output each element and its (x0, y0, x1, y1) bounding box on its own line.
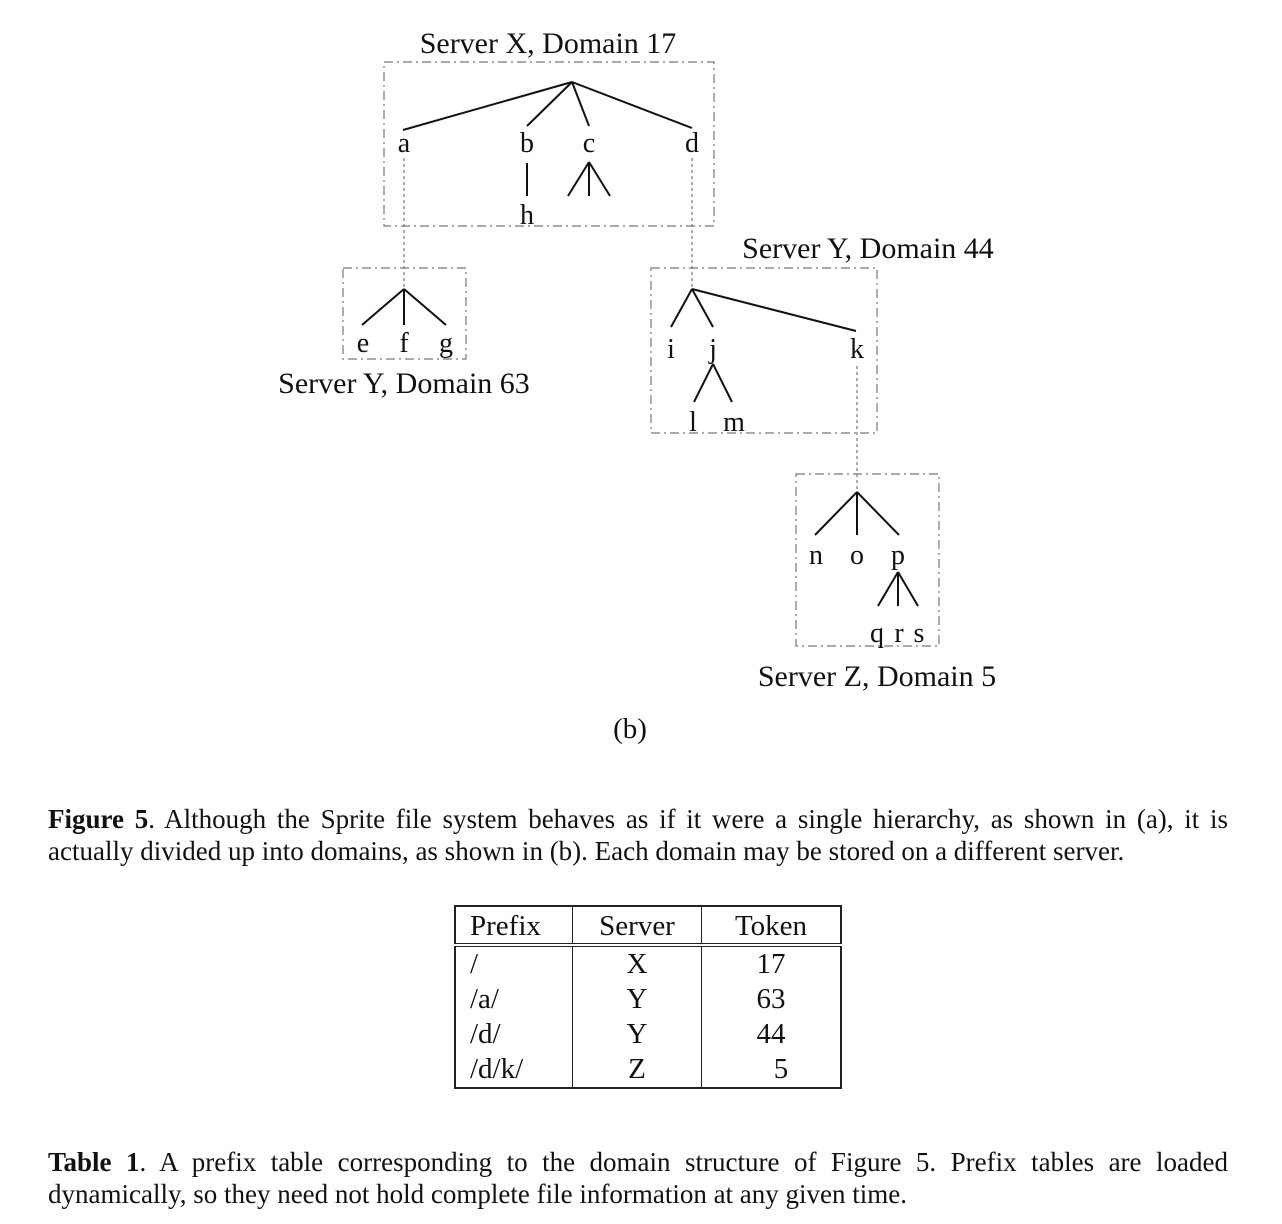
header-prefix: Prefix (455, 906, 573, 947)
node-p: p (891, 540, 905, 571)
header-server: Server (572, 906, 702, 947)
cell-token: 44 (701, 1017, 841, 1052)
domain-box-x17 (383, 61, 715, 227)
domain-label-x17: Server X, Domain 17 (420, 27, 677, 60)
domain-label-z5: Server Z, Domain 5 (758, 660, 996, 693)
cell-server: Y (572, 1017, 702, 1052)
table-row: /a/ Y 63 (455, 982, 841, 1017)
node-c: c (583, 128, 595, 159)
cell-prefix: /a/ (470, 983, 499, 1015)
node-d: d (685, 128, 699, 159)
figure-caption-text: . Although the Sprite file system behave… (48, 804, 1228, 866)
edges-domain-63 (361, 288, 447, 326)
cell-token: 17 (701, 945, 841, 982)
cell-token: 5 (701, 1052, 841, 1088)
domain-box-y63 (342, 267, 467, 360)
cell-prefix: / (470, 948, 479, 980)
node-n: n (809, 540, 823, 571)
edges-domain-44 (670, 288, 857, 403)
node-s: s (914, 618, 925, 649)
figure-caption: Figure 5. Although the Sprite file syste… (48, 803, 1228, 867)
figure-5-domain-diagram: Server X, Domain 17 Server Y, Domain 44 … (278, 27, 996, 745)
node-o: o (850, 540, 864, 571)
node-f: f (399, 328, 409, 359)
node-m: m (723, 407, 745, 438)
domain-box-z5 (795, 473, 940, 647)
cell-server: Z (572, 1052, 702, 1088)
node-r: r (894, 618, 904, 649)
cell-server: X (572, 945, 702, 982)
header-token: Token (701, 906, 841, 947)
figure-caption-label: Figure 5 (48, 804, 149, 834)
table-caption-text: . A prefix table corresponding to the do… (48, 1147, 1228, 1209)
table-row: / X 17 (455, 945, 841, 982)
table-caption: Table 1. A prefix table corresponding to… (48, 1146, 1228, 1210)
edges-domain-17 (402, 81, 693, 197)
node-q: q (870, 618, 884, 649)
domain-box-y44 (650, 267, 878, 434)
prefix-table-header-row: Prefix Server Token (455, 906, 841, 947)
node-g: g (439, 328, 453, 359)
prefix-table: Prefix Server Token / X 17 /a/ Y 63 /d/ … (454, 905, 842, 1089)
cell-prefix: /d/ (470, 1018, 501, 1050)
edges-domain-5 (814, 491, 919, 607)
domain-label-y44: Server Y, Domain 44 (742, 232, 994, 265)
cell-prefix: /d/k/ (470, 1053, 524, 1085)
table-row: /d/ Y 44 (455, 1017, 841, 1052)
node-k: k (850, 334, 864, 365)
node-j: j (708, 334, 717, 365)
node-i: i (667, 334, 675, 365)
subfigure-label: (b) (613, 713, 647, 745)
domain-label-y63: Server Y, Domain 63 (278, 367, 530, 400)
node-e: e (357, 328, 369, 359)
table-row: /d/k/ Z 5 (455, 1052, 841, 1088)
node-l: l (689, 407, 697, 438)
node-a: a (398, 128, 411, 159)
cell-token: 63 (701, 982, 841, 1017)
node-b: b (520, 128, 534, 159)
table-caption-label: Table 1 (48, 1147, 140, 1177)
cell-server: Y (572, 982, 702, 1017)
node-h: h (520, 200, 534, 231)
